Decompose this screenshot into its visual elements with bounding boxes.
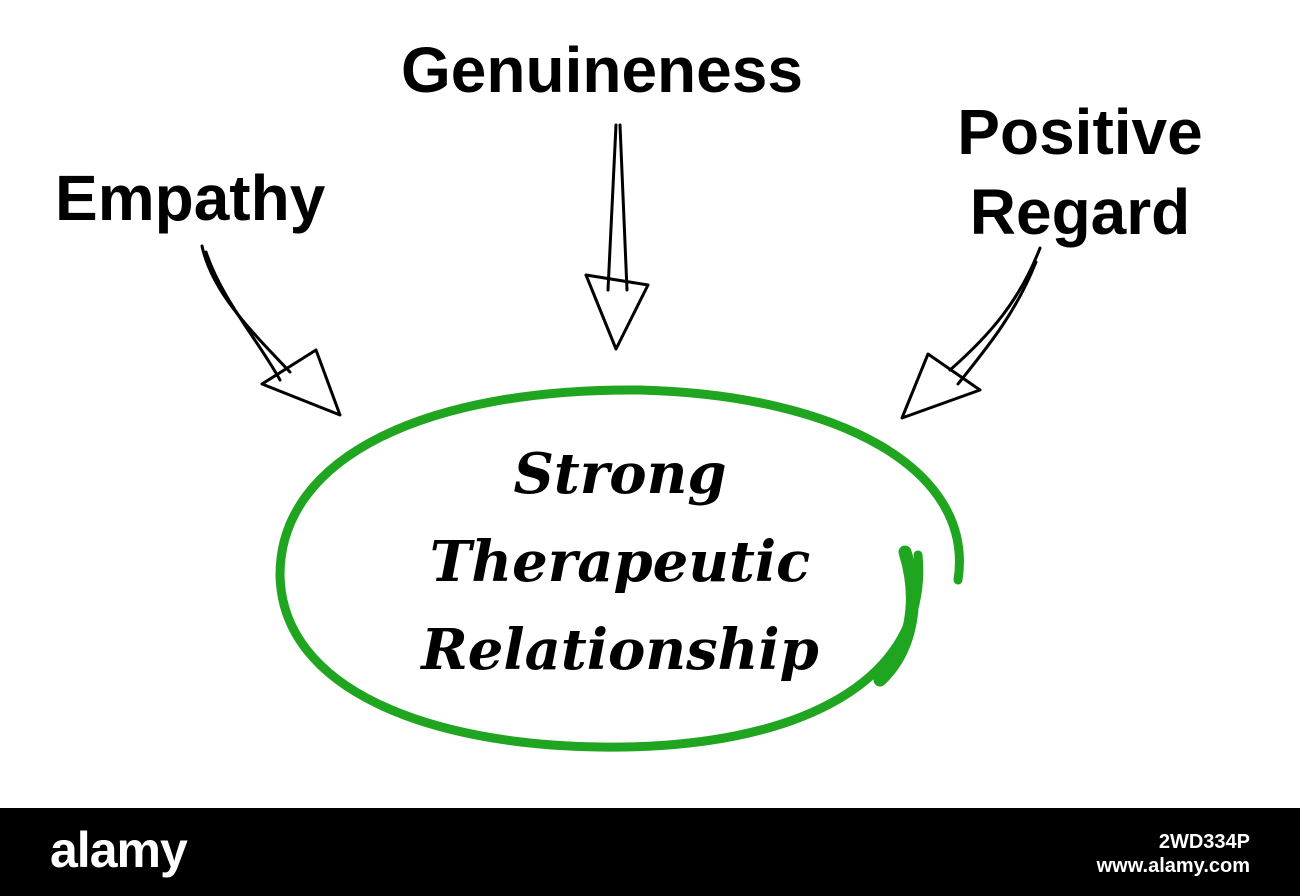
center-line-2: Therapeutic — [429, 529, 811, 595]
positive-regard-line1: Positive — [957, 96, 1203, 168]
genuineness-label: Genuineness — [401, 34, 803, 106]
positive-regard-line2: Regard — [969, 176, 1191, 248]
arrow-positive-regard-icon — [900, 246, 1042, 420]
arrow-genuineness-icon — [584, 123, 650, 351]
center-title: Strong Therapeutic Relationship — [330, 430, 910, 694]
center-line-3: Relationship — [421, 617, 819, 683]
center-line-1: Strong — [513, 441, 727, 507]
arrow-empathy-icon — [200, 244, 342, 417]
green-ellipse — [275, 385, 964, 752]
empathy-label: Empathy — [55, 162, 326, 234]
image-id: 2WD334P — [1158, 831, 1250, 853]
image-id-block: 2WD334P www.alamy.com — [1097, 830, 1250, 878]
positive-regard-label: Positive Regard — [930, 92, 1230, 252]
site-url: www.alamy.com — [1096, 855, 1250, 877]
brand-logo: alamy — [50, 822, 188, 878]
watermark-footer: alamy 2WD334P www.alamy.com — [0, 808, 1300, 896]
